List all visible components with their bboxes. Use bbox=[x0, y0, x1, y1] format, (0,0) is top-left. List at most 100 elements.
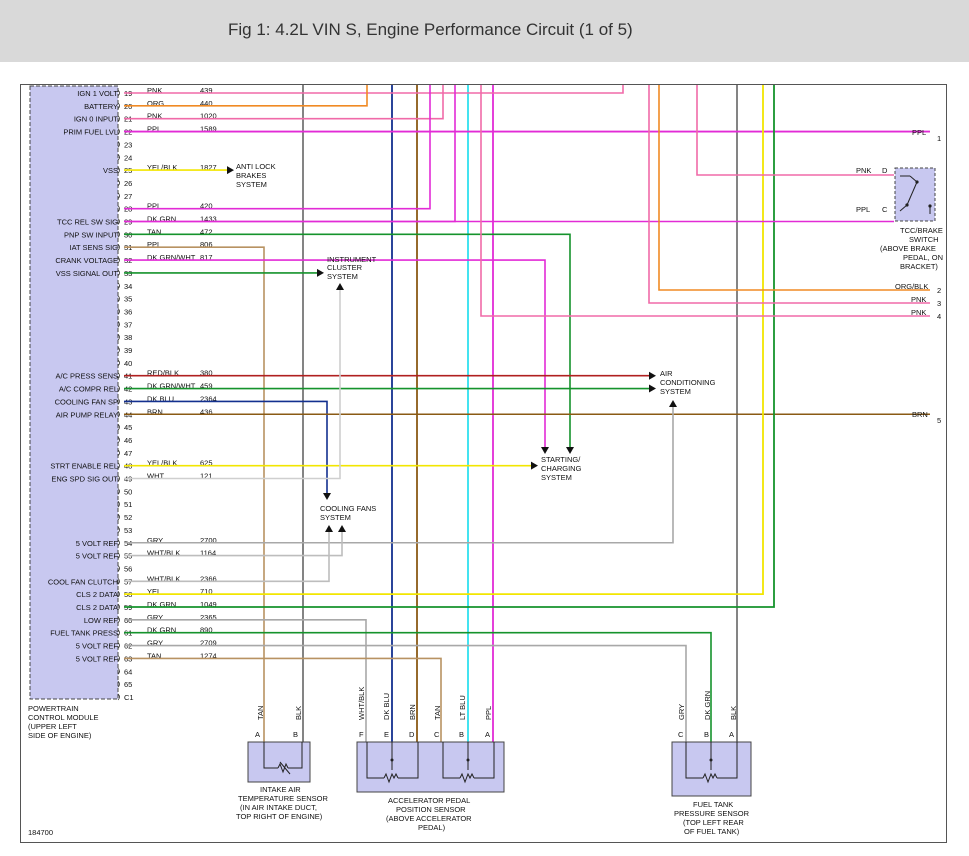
iat-pin-color: TAN bbox=[256, 706, 265, 720]
pcm-pin-wire-color: WHT bbox=[147, 472, 164, 481]
ftp-pin-color: GRY bbox=[677, 704, 686, 720]
pin-terminal bbox=[117, 192, 120, 200]
wire-pin49 bbox=[124, 288, 341, 480]
cluster-line: CLUSTER bbox=[327, 263, 363, 272]
pcm-pin-wire-color: PPL bbox=[147, 202, 161, 211]
pin-terminal bbox=[117, 218, 120, 225]
pin-terminal bbox=[117, 333, 120, 341]
pcm-pin-label: LOW REF bbox=[84, 616, 119, 625]
pcm-pin-circuit: 380 bbox=[200, 369, 213, 378]
tcc-pin-c-color: PPL bbox=[856, 205, 870, 214]
pcm-pin-number: 34 bbox=[124, 282, 132, 291]
pcm-pin-wire-color: PPL bbox=[147, 125, 161, 134]
tcc-pin-c: C bbox=[882, 205, 888, 214]
pin-terminal bbox=[117, 89, 120, 97]
ac-line: SYSTEM bbox=[660, 387, 691, 396]
pin-terminal bbox=[117, 410, 120, 418]
wire-edge-3 bbox=[648, 85, 930, 304]
pin-terminal bbox=[117, 115, 120, 122]
pin-terminal bbox=[117, 153, 120, 161]
ftp-label-line: PRESSURE SENSOR bbox=[674, 809, 750, 818]
pin-terminal bbox=[117, 539, 120, 547]
pcm-pin-circuit: 2365 bbox=[200, 613, 217, 622]
fans-system-label: COOLING FANS SYSTEM bbox=[320, 504, 376, 522]
cluster-arrow bbox=[317, 268, 324, 277]
edge-num: 2 bbox=[937, 286, 941, 295]
pcm-pin-wire-color: DK GRN/WHT bbox=[147, 382, 196, 391]
wire-pin61 bbox=[124, 631, 712, 742]
app-label-line: (ABOVE ACCELERATOR bbox=[386, 814, 472, 823]
pcm-pin-wire-color: ORG bbox=[147, 99, 164, 108]
pcm-name: POWERTRAIN CONTROL MODULE (UPPER LEFT SI… bbox=[28, 704, 99, 740]
starting-system-label: STARTING/ CHARGING SYSTEM bbox=[541, 455, 582, 482]
pcm-pin-wire-color: BRN bbox=[147, 407, 163, 416]
edge-color: PPL bbox=[912, 128, 926, 137]
ftp-label-line: (TOP LEFT REAR bbox=[683, 818, 744, 827]
pcm-pin-label: IGN 0 INPUT bbox=[74, 115, 119, 124]
ftp-label-line: OF FUEL TANK) bbox=[684, 827, 740, 836]
wire-pin21 bbox=[124, 85, 444, 120]
pcm-pin-wire-color: PPL bbox=[147, 240, 161, 249]
pcm-pin-label: 5 VOLT REF bbox=[76, 654, 119, 663]
pin-terminal bbox=[117, 295, 120, 302]
pcm-module-box bbox=[29, 85, 119, 700]
pcm-pin-label: IGN 1 VOLT bbox=[77, 89, 118, 98]
pcm-pin-label: CLS 2 DATA bbox=[76, 590, 118, 599]
pcm-pin-number: 23 bbox=[124, 140, 132, 149]
pcm-pin-number: 51 bbox=[124, 500, 132, 509]
pcm-pin-wire-color: WHT/BLK bbox=[147, 549, 180, 558]
pin-terminal bbox=[117, 565, 120, 572]
diagram-frame bbox=[20, 84, 947, 843]
pin-terminal bbox=[117, 179, 120, 187]
iat-sensor-box bbox=[247, 741, 311, 783]
pcm-pin-wire-color: YEL/BLK bbox=[147, 459, 177, 468]
wire-pin59 bbox=[124, 85, 775, 608]
fans-arrow-1 bbox=[323, 493, 331, 500]
ac-arrow-2 bbox=[649, 384, 656, 393]
pcm-pin-circuit: 1433 bbox=[200, 215, 217, 224]
iat-label-line: TEMPERATURE SENSOR bbox=[238, 794, 328, 803]
pin-terminal bbox=[117, 578, 120, 585]
wire-pin58 bbox=[124, 85, 764, 596]
wire-edge-4 bbox=[480, 85, 930, 317]
pin-terminal bbox=[117, 398, 120, 405]
app-label-line: POSITION SENSOR bbox=[396, 805, 466, 814]
pcm-pin-circuit: 121 bbox=[200, 472, 213, 481]
right-edge-labels: PPL 1 ORG/BLK 2 PNK 3 PNK 4 BRN 5 bbox=[895, 128, 941, 425]
pin-terminal bbox=[117, 372, 120, 379]
pcm-pin-number: 53 bbox=[124, 526, 132, 535]
pcm-pin-number: 52 bbox=[124, 513, 132, 522]
pin-terminal bbox=[117, 359, 120, 367]
pcm-pin-label: TCC REL SW SIG bbox=[57, 218, 118, 227]
edge-num: 3 bbox=[937, 299, 941, 308]
pin-terminal bbox=[117, 488, 120, 495]
pcm-pin-wire-color: DK GRN bbox=[147, 600, 176, 609]
abs-line: ANTI LOCK bbox=[236, 162, 276, 171]
wire-pin32 bbox=[124, 259, 546, 450]
pcm-pin-circuit: 436 bbox=[200, 407, 213, 416]
ftp-pin: C bbox=[678, 730, 684, 739]
pin-terminal bbox=[117, 102, 120, 110]
pcm-pin-wire-color: GRY bbox=[147, 613, 163, 622]
pcm-pin-number: 46 bbox=[124, 436, 132, 445]
pcm-pin-circuit: 472 bbox=[200, 227, 213, 236]
pin-terminal bbox=[117, 629, 120, 636]
edge-color: ORG/BLK bbox=[895, 282, 928, 291]
pcm-pin-label: A/C PRESS SENS bbox=[55, 372, 118, 381]
edge-num: 4 bbox=[937, 312, 941, 321]
ac-arrow-1 bbox=[649, 371, 656, 380]
iat-pin-color: BLK bbox=[294, 706, 303, 720]
wire-pin28 bbox=[124, 85, 431, 210]
pin-terminal bbox=[117, 308, 120, 315]
pcm-pin-wire-color: TAN bbox=[147, 227, 161, 236]
pcm-pin-label: 5 VOLT REF bbox=[76, 642, 119, 651]
pcm-pin-label: COOL FAN CLUTCH bbox=[48, 577, 118, 586]
pcm-pin-label: STRT ENABLE REL bbox=[50, 462, 118, 471]
ftp-pin: A bbox=[729, 730, 734, 739]
wire-tcc-d bbox=[696, 85, 894, 176]
app-pin-color: LT BLU bbox=[458, 695, 467, 720]
pcm-pin-number: 24 bbox=[124, 153, 132, 162]
ftp-pin-color: BLK bbox=[729, 706, 738, 720]
fans-line: COOLING FANS bbox=[320, 504, 376, 513]
pin-terminal bbox=[117, 449, 120, 457]
